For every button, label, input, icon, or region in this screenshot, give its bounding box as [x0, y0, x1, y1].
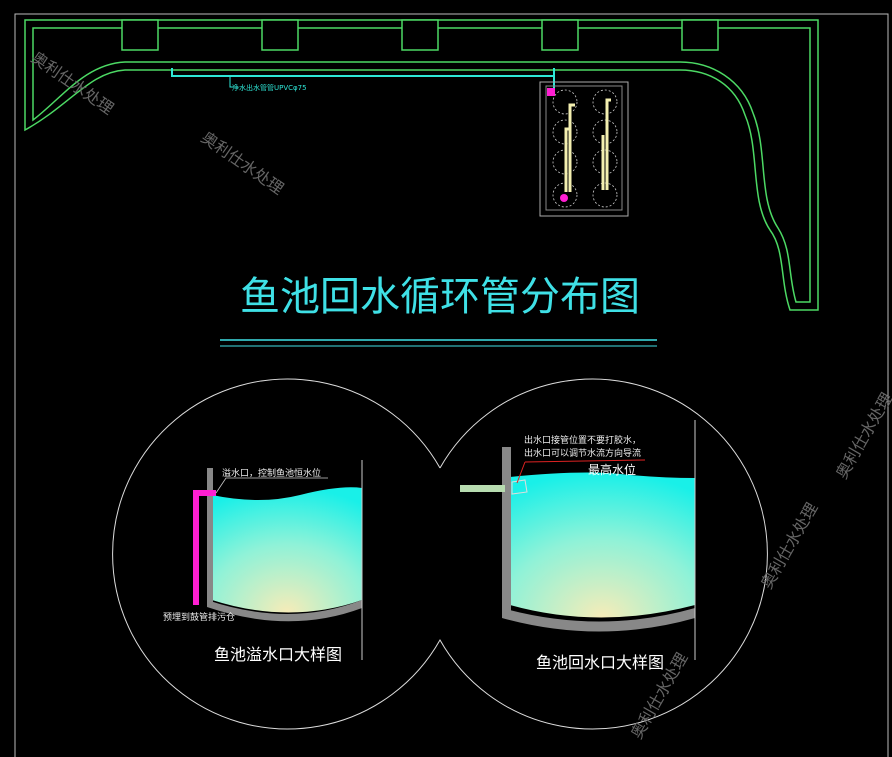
return-note-line1: 出水口接管位置不要打胶水， — [524, 434, 641, 446]
return-note-line2: 出水口可以调节水流方向导流 — [524, 447, 641, 459]
pond-outline — [24, 19, 819, 311]
drain-note: 预埋到鼓管排污仓 — [163, 611, 235, 623]
return-caption: 鱼池回水口大样图 — [536, 653, 664, 672]
svg-text:奥利仕水处理: 奥利仕水处理 — [757, 499, 821, 592]
drawing-title: 鱼池回水循环管分布图 — [240, 274, 640, 320]
watermarks: 奥利仕水处理 奥利仕水处理 奥利仕水处理 奥利仕水处理 奥利仕水处理 — [28, 48, 892, 742]
max-water-level: 最高水位 — [588, 462, 636, 477]
drawing-frame — [14, 13, 889, 757]
overflow-note: 溢水口，控制鱼池恒水位 — [222, 467, 321, 479]
filter-unit — [539, 81, 629, 217]
return-detail — [460, 420, 696, 660]
return-pipe — [171, 68, 555, 90]
overflow-caption: 鱼池溢水口大样图 — [214, 645, 342, 664]
svg-text:奥利仕水处理: 奥利仕水处理 — [28, 48, 118, 119]
overflow-detail — [193, 460, 363, 660]
svg-text:奥利仕水处理: 奥利仕水处理 — [198, 128, 288, 199]
pipe-label: 净水出水管管UPVCφ75 — [232, 83, 307, 92]
svg-text:奥利仕水处理: 奥利仕水处理 — [832, 389, 892, 482]
detail-circles — [112, 378, 768, 730]
